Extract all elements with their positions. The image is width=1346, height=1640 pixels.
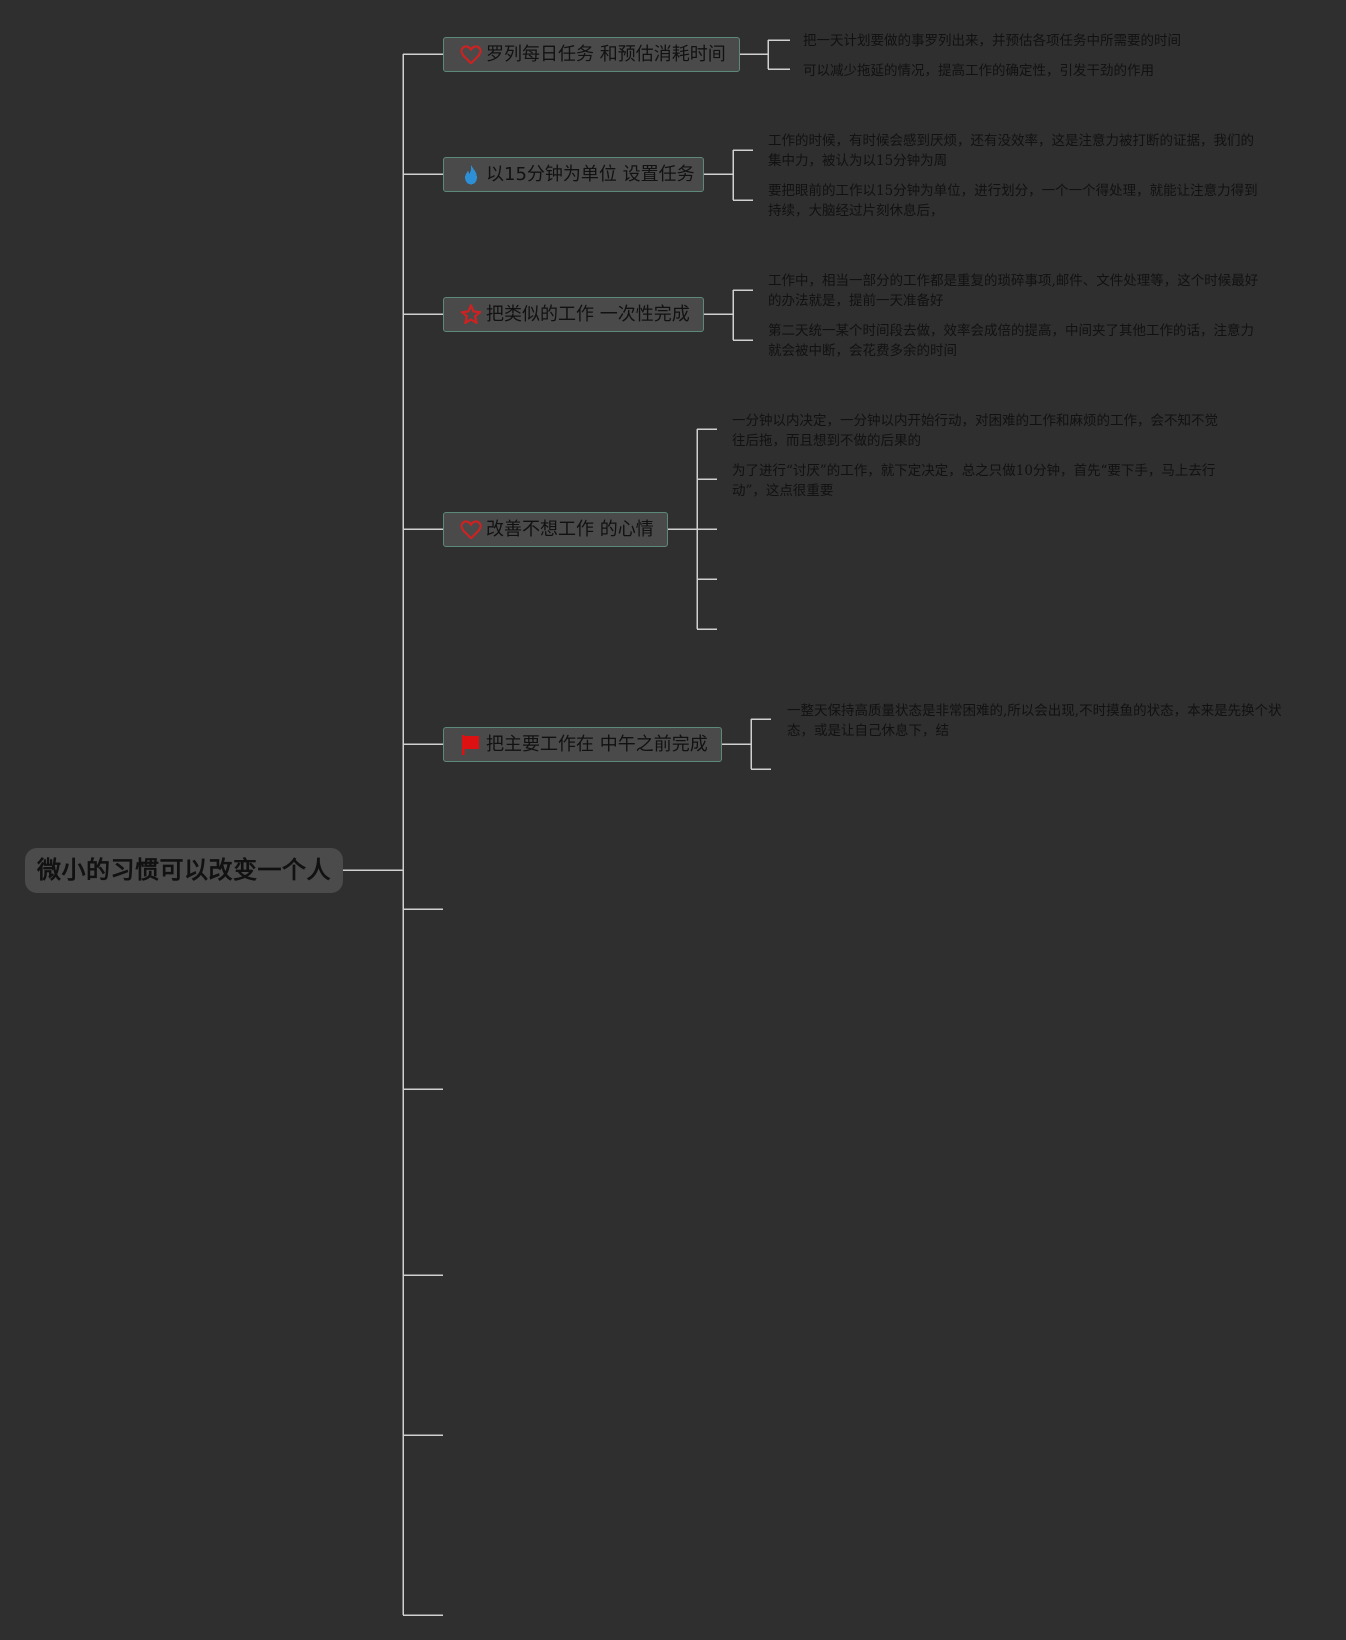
- flag-icon: [460, 734, 482, 756]
- leaf-text[interactable]: 工作中，相当一部分的工作都是重复的琐碎事项,邮件、文件处理等，这个时候最好的办法…: [768, 273, 1259, 309]
- branch-topic-4[interactable]: 改善不想工作 的心情: [443, 512, 668, 547]
- heart-icon: [460, 519, 482, 541]
- leaf-text[interactable]: 要把眼前的工作以15分钟为单位，进行划分，一个一个得处理，就能让注意力得到持续，…: [768, 183, 1258, 219]
- star-icon: [460, 304, 482, 326]
- branch-topic-1[interactable]: 罗列每日任务 和预估消耗时间: [443, 37, 740, 72]
- leaf-text[interactable]: 把一天计划要做的事罗列出来，并预估各项任务中所需要的时间: [803, 33, 1181, 49]
- leaf-text[interactable]: 可以减少拖延的情况，提高工作的确定性，引发干劲的作用: [803, 63, 1154, 79]
- branch-topic-2[interactable]: 以15分钟为单位 设置任务: [443, 157, 704, 192]
- branch-topic-label: 以15分钟为单位 设置任务: [486, 163, 695, 185]
- root-topic-label: 微小的习惯可以改变一个人: [37, 856, 331, 884]
- branch-topic-label: 罗列每日任务 和预估消耗时间: [486, 43, 726, 65]
- heart-icon: [460, 44, 482, 66]
- branch-topic-label: 把主要工作在 中午之前完成: [486, 733, 708, 755]
- leaf-text[interactable]: 一整天保持高质量状态是非常困难的,所以会出现,不时摸鱼的状态，本来是先换个状态，…: [787, 703, 1282, 739]
- branch-topic-3[interactable]: 把类似的工作 一次性完成: [443, 297, 704, 332]
- leaf-text[interactable]: 工作的时候，有时候会感到厌烦，还有没效率，这是注意力被打断的证据，我们的集中力，…: [768, 133, 1254, 169]
- leaf-text[interactable]: 第二天统一某个时间段去做，效率会成倍的提高，中间夹了其他工作的话，注意力就会被中…: [768, 323, 1254, 359]
- branch-topic-label: 改善不想工作 的心情: [486, 518, 654, 540]
- branch-topic-label: 把类似的工作 一次性完成: [486, 303, 690, 325]
- leaf-text[interactable]: 为了进行“讨厌”的工作，就下定决定，总之只做10分钟，首先“要下手，马上去行动”…: [732, 463, 1216, 499]
- leaf-text[interactable]: 一分钟以内决定，一分钟以内开始行动，对困难的工作和麻烦的工作，会不知不觉往后拖，…: [732, 413, 1218, 449]
- root-topic[interactable]: 微小的习惯可以改变一个人: [25, 848, 343, 893]
- flame-icon: [460, 164, 482, 186]
- branch-topic-5[interactable]: 把主要工作在 中午之前完成: [443, 727, 722, 762]
